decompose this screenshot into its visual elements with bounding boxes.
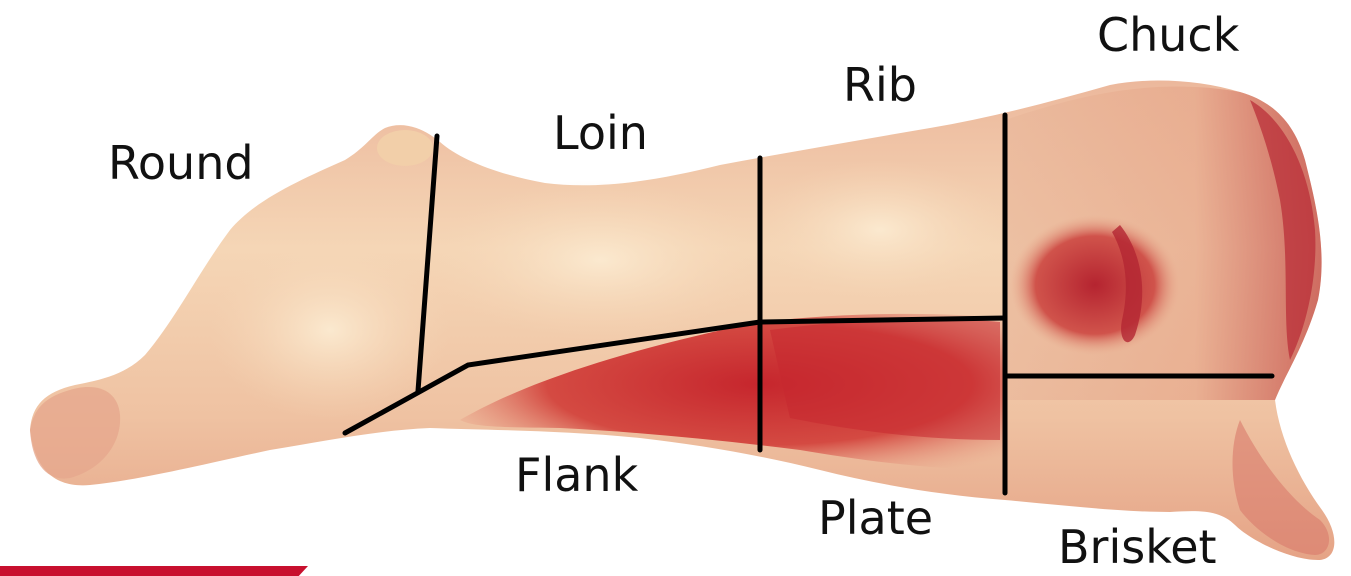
round-label: Round [108,140,254,186]
rib-label: Rib [843,62,917,108]
brisket-label: Brisket [1058,524,1217,570]
plate-label: Plate [818,495,933,541]
chuck-muscle [1010,215,1180,355]
loin-highlight [430,180,770,340]
flank-label: Flank [515,452,638,498]
chuck-label: Chuck [1097,12,1239,58]
loin-label: Loin [553,110,648,156]
red-accent-bar [0,566,308,576]
rib-highlight [750,160,1010,300]
tail-knob [377,130,433,166]
